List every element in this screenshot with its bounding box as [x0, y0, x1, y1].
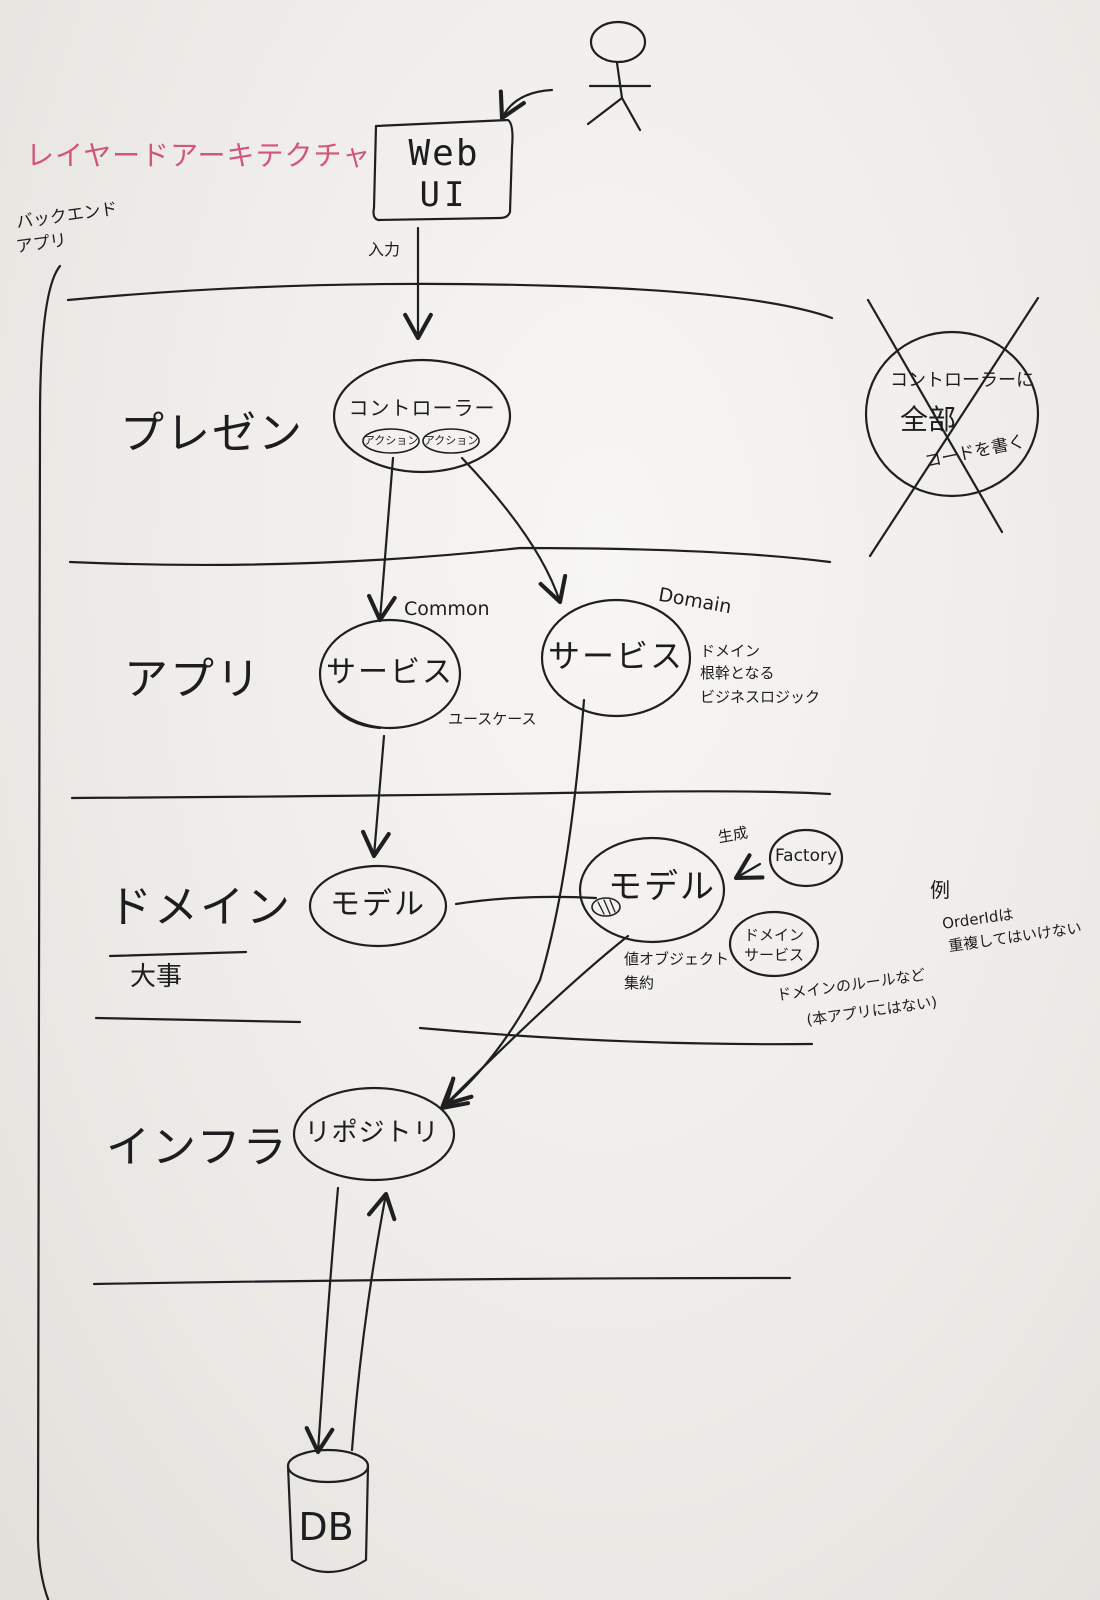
- diagram-title: レイヤードアーキテクチャ: [26, 139, 372, 172]
- domain-model-note-line-2: 集約: [624, 974, 655, 992]
- common-service-label: サービス: [326, 655, 454, 690]
- controller-label: コントローラー: [348, 396, 496, 420]
- domain-model-note-line-1: 値オブジェクト: [624, 950, 730, 968]
- anti-pattern-line-2: 全部: [900, 403, 957, 436]
- domain-service-note-line-3: ビジネスロジック: [700, 688, 821, 706]
- common-model-label: モデル: [330, 887, 426, 922]
- controller-to-domain-service-arrow: [460, 456, 568, 605]
- domain-service-note-line-2: 根幹となる: [700, 664, 775, 682]
- input-label: 入力: [368, 240, 401, 259]
- layer-divider-2: [68, 546, 832, 567]
- common-service-tag: Common: [404, 598, 490, 620]
- db-label: DB: [298, 1505, 354, 1549]
- domain-service-note-line-1: ドメイン: [700, 642, 761, 660]
- domain-service-label: サービス: [547, 637, 685, 675]
- common-model-to-domain-model-line: [454, 895, 598, 906]
- repository-node: [292, 1086, 456, 1182]
- layer-label-presentation: プレゼン: [120, 408, 304, 459]
- layer-divider-5: [92, 1276, 792, 1286]
- common-service-node: [318, 618, 462, 730]
- domain-layer-service-label-line-1: ドメイン: [743, 926, 805, 944]
- daiji-underline: [108, 950, 248, 958]
- domain-layer-service-node: [728, 910, 820, 978]
- controller-to-common-service-arrow: [367, 456, 397, 623]
- layer-divider-3: [70, 790, 832, 800]
- action-pill-2: [422, 428, 480, 454]
- domain-layer-service-label-line-2: サービス: [743, 946, 805, 964]
- factory-to-model-arrow: [733, 853, 765, 881]
- domain-model-to-repository-arrow: [443, 934, 630, 1107]
- factory-node: [768, 828, 844, 888]
- action-label-2: アクション: [423, 434, 479, 447]
- domain-model-label: モデル: [608, 867, 716, 907]
- web-ui-label-line-1: Web: [408, 133, 480, 174]
- action-pill-1: [362, 428, 420, 454]
- common-service-note: ユースケース: [448, 710, 537, 728]
- repository-label: リポジトリ: [304, 1118, 440, 1148]
- controller-node: [332, 358, 512, 474]
- anti-pattern-line-1: コントローラーに: [890, 370, 1034, 391]
- common-service-tail: [328, 700, 382, 730]
- db-to-repository-arrow: [350, 1191, 397, 1452]
- domain-model-hatch-icon: [591, 897, 621, 917]
- layer-divider-1: [66, 282, 834, 320]
- backend-bracket: [36, 264, 62, 1600]
- anti-pattern-cross-1: [866, 298, 1004, 534]
- web-ui-box: [372, 118, 514, 222]
- action-label-1: アクション: [363, 434, 419, 447]
- domain-service-node: [540, 598, 692, 718]
- anti-pattern-circle: [864, 330, 1040, 498]
- anti-pattern-cross-2: [868, 296, 1040, 558]
- layer-sublabel-domain-important: 大事: [130, 962, 183, 992]
- user-figure-icon: [586, 20, 652, 132]
- web-ui-label-line-2: UI: [419, 175, 469, 215]
- user-to-webui-arrow: [498, 88, 554, 121]
- repository-to-db-arrow: [304, 1186, 340, 1455]
- common-model-node: [308, 864, 448, 948]
- layer-divider-4a: [94, 1016, 302, 1024]
- example-note-head: 例: [930, 878, 950, 902]
- factory-label: Factory: [774, 846, 838, 866]
- layer-label-domain: ドメイン: [108, 882, 292, 933]
- layer-divider-4b: [418, 1026, 814, 1046]
- domain-model-node: [578, 836, 726, 944]
- layer-label-application: アプリ: [124, 654, 262, 705]
- common-service-to-model-arrow: [361, 734, 391, 859]
- database-icon: [286, 1448, 370, 1574]
- layer-label-infrastructure: インフラ: [106, 1122, 289, 1173]
